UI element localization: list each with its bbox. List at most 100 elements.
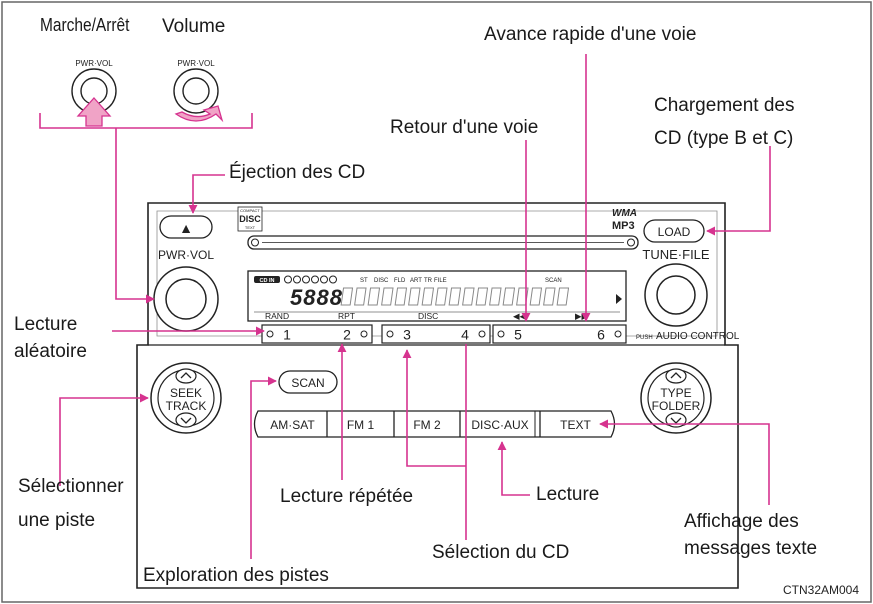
preset-button-4[interactable]: 4: [461, 327, 469, 343]
segment-block: [543, 287, 556, 306]
segment-block: [502, 287, 516, 306]
source-button-text[interactable]: TEXT: [534, 411, 592, 437]
callout-text-line1: Affichage des: [684, 511, 799, 532]
svg-text:TRACK: TRACK: [166, 399, 207, 413]
wma-mp3-logo: WMA MP3: [612, 208, 637, 232]
load-button[interactable]: LOAD: [643, 219, 705, 243]
source-button-fm-2[interactable]: FM 2: [393, 411, 441, 437]
svg-text:MP3: MP3: [612, 220, 635, 232]
callout-load-line1: Chargement des: [654, 95, 795, 116]
tune-file-label: TUNE·FILE: [642, 247, 710, 262]
press-arrow-icon: [76, 97, 112, 127]
preset-button-2[interactable]: 2: [343, 327, 351, 343]
callout-volume: Volume: [162, 16, 226, 37]
segment-block: [340, 287, 354, 306]
callout-line-seek: [59, 393, 149, 486]
volume-knob-label: PWR·VOL: [177, 59, 215, 68]
compact-disc-logo: COMPACT DISC TEXT: [237, 206, 263, 232]
svg-text:DISC·AUX: DISC·AUX: [471, 418, 528, 432]
segment-display: [340, 287, 570, 306]
segment-block: [448, 287, 462, 306]
segment-block: [408, 287, 421, 306]
display-flag: TR: [424, 278, 433, 284]
segment-block: [421, 287, 435, 306]
callout-select-track-line2: une piste: [18, 510, 96, 531]
display-flag: ART: [410, 278, 422, 284]
display-flag: FILE: [434, 278, 447, 284]
callout-fast-forward: Avance rapide d'une voie: [484, 24, 697, 45]
callout-line-power-volume: [39, 113, 253, 299]
disc-indicator: [320, 275, 328, 284]
segment-block: [489, 287, 502, 306]
power-knob-label: PWR·VOL: [75, 59, 113, 68]
svg-text:FM 1: FM 1: [347, 418, 375, 432]
disc-indicators: [284, 275, 337, 284]
power-knob-illustration: PWR·VOL: [71, 59, 117, 127]
callout-random-line1: Lecture: [14, 314, 78, 335]
callout-line-play: [497, 441, 530, 496]
callout-power: Marche/Arrêt: [40, 15, 130, 35]
callout-lines: [39, 54, 771, 559]
svg-text:SCAN: SCAN: [291, 376, 324, 390]
tune-file-knob[interactable]: [644, 263, 708, 327]
segment-block: [462, 287, 475, 306]
callout-scan-tracks: Exploration des pistes: [143, 565, 329, 586]
callout-line-scan: [250, 376, 277, 559]
segment-block: [367, 287, 381, 306]
svg-text:4: 4: [461, 327, 469, 343]
preset-button-6[interactable]: 6: [597, 327, 605, 343]
callout-play: Lecture: [536, 484, 600, 505]
folder-down-icon: [665, 412, 687, 428]
display-number: 5888: [290, 285, 343, 310]
segment-block: [354, 287, 367, 306]
disc-indicator: [311, 275, 319, 284]
callout-select-track-line1: Sélectionner: [18, 476, 124, 497]
source-button-am-sat[interactable]: AM·SAT: [270, 418, 315, 432]
scan-button[interactable]: SCAN: [278, 370, 338, 394]
preset-button-1[interactable]: 1: [261, 324, 373, 344]
rotate-arrow-icon: [174, 105, 224, 123]
reference-code: CTN32AM004: [783, 583, 860, 597]
folder-up-icon: [665, 368, 687, 384]
type-folder-button[interactable]: TYPE FOLDER: [640, 362, 712, 434]
display-scan: SCAN: [545, 278, 562, 284]
preset-button-5[interactable]: 5: [492, 324, 627, 344]
segment-block: [381, 287, 394, 306]
callout-previous: Retour d'une voie: [390, 117, 539, 138]
segment-block: [394, 287, 408, 306]
audio-control-label: AUDIO CONTROL: [656, 331, 740, 342]
svg-text:DISC: DISC: [239, 214, 261, 224]
callout-line-load: [706, 146, 771, 236]
pwr-vol-knob[interactable]: [153, 266, 219, 332]
source-button-fm-1[interactable]: FM 1: [326, 411, 375, 437]
display-flag: ST: [360, 278, 368, 284]
callout-line-eject: [188, 174, 225, 214]
pwr-vol-label: PWR·VOL: [158, 248, 214, 262]
display-flag: DISC: [374, 278, 389, 284]
source-button-disc-aux[interactable]: DISC·AUX: [459, 411, 529, 437]
seek-up-icon: [175, 368, 197, 384]
callout-random-line2: aléatoire: [14, 341, 87, 362]
eject-icon: ▲: [179, 220, 193, 236]
svg-text:5: 5: [514, 327, 522, 343]
callout-text-line2: messages texte: [684, 538, 818, 559]
preset-button-3[interactable]: 3: [381, 324, 491, 344]
svg-text:FM 2: FM 2: [413, 418, 441, 432]
segment-block: [556, 287, 570, 306]
svg-text:6: 6: [597, 327, 605, 343]
svg-text:TEXT: TEXT: [560, 418, 591, 432]
volume-knob-illustration: PWR·VOL: [173, 59, 224, 123]
svg-text:TEXT: TEXT: [245, 225, 256, 230]
svg-text:LOAD: LOAD: [658, 225, 691, 239]
callout-eject: Éjection des CD: [229, 162, 366, 183]
svg-text:COMPACT: COMPACT: [240, 208, 260, 213]
segment-block: [529, 287, 543, 306]
svg-text:1: 1: [283, 327, 291, 343]
disc-indicator: [293, 275, 301, 284]
eject-button[interactable]: ▲: [159, 215, 213, 239]
svg-text:SEEK: SEEK: [170, 386, 202, 400]
svg-text:FOLDER: FOLDER: [652, 399, 701, 413]
seek-track-button[interactable]: SEEK TRACK: [150, 362, 222, 434]
